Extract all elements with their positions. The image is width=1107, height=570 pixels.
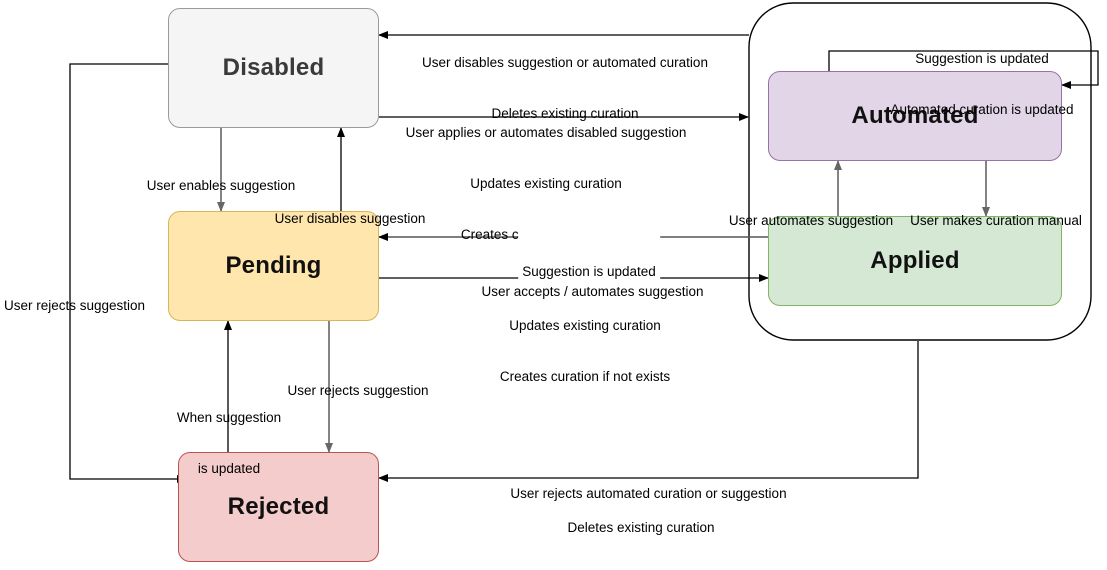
edge-group-to-rejected	[378, 341, 919, 482]
state-label-rejected: Rejected	[227, 493, 330, 520]
edge-label-group-to-disabled: User disables suggestion or automated cu…	[422, 20, 708, 156]
state-rejected[interactable]: Rejected	[178, 452, 379, 562]
state-diagram-canvas: Disabled Pending Rejected Automated Appl…	[4, 2, 1099, 562]
edge-label-pending-to-applied: User accepts / automates suggestion Upda…	[463, 266, 707, 419]
edge-label-line: Deletes existing curation	[491, 106, 639, 121]
edge-label-line: User makes curation manual	[910, 213, 1082, 228]
edge-label-rejected-to-pending: When suggestion is updated	[177, 375, 281, 511]
edge-label-line: Deletes existing curation	[567, 520, 715, 535]
edge-label-line: Creates curation if not exists	[499, 369, 671, 384]
edge-label-line: User accepts / automates suggestion	[478, 283, 707, 300]
edge-label-pending-to-disabled: User disables suggestion	[275, 176, 426, 261]
edge-disabled-to-rejected	[69, 63, 187, 483]
state-label-applied: Applied	[870, 247, 960, 274]
edge-label-line: User rejects automated curation or sugge…	[507, 485, 790, 502]
edge-label-disabled-to-pending: User enables suggestion	[147, 143, 296, 228]
edge-label-line: Suggestion is updated	[915, 51, 1049, 66]
state-pending[interactable]: Pending	[168, 211, 379, 321]
edge-label-pending-to-rejected: User rejects suggestion	[287, 348, 428, 433]
edge-label-line: Automated curation is updated	[890, 102, 1074, 117]
edge-label-line: is updated	[197, 461, 261, 476]
edge-automated-self-loop	[828, 50, 1099, 89]
edge-label-group-to-rejected: User rejects automated curation or sugge…	[492, 468, 790, 570]
edge-label-line: Updates existing curation	[509, 318, 661, 333]
state-label-pending: Pending	[225, 252, 322, 279]
edge-label-line: Updates existing curation	[470, 176, 622, 191]
edge-label-line: User applies or automates disabled sugge…	[405, 125, 687, 140]
state-applied[interactable]: Applied	[768, 216, 1062, 306]
state-label-disabled: Disabled	[222, 54, 325, 81]
group-container	[748, 2, 1092, 341]
edge-label-line: User rejects suggestion	[287, 383, 429, 398]
edge-label-line: User enables suggestion	[146, 178, 296, 193]
edge-label-automated-to-applied: User makes curation manual	[910, 178, 1082, 263]
state-disabled[interactable]: Disabled	[168, 8, 379, 128]
edge-label-line: User automates suggestion	[728, 213, 894, 228]
state-automated[interactable]: Automated	[768, 71, 1062, 161]
edge-label-line: When suggestion	[176, 410, 282, 425]
edge-label-line: Suggestion is updated	[522, 264, 656, 279]
state-label-automated: Automated	[851, 102, 979, 129]
edge-label-line: User disables suggestion	[274, 211, 426, 226]
edge-label-disabled-to-rejected: User rejects suggestion	[4, 263, 145, 348]
edge-label-applied-to-automated: User automates suggestion	[729, 178, 893, 263]
edge-label-line: User disables suggestion or automated cu…	[422, 55, 708, 70]
edge-label-line: User rejects suggestion	[4, 298, 146, 313]
edges-layer	[69, 2, 1099, 483]
edge-label-automated-self-loop: Suggestion is updated Automated curation…	[890, 16, 1073, 152]
